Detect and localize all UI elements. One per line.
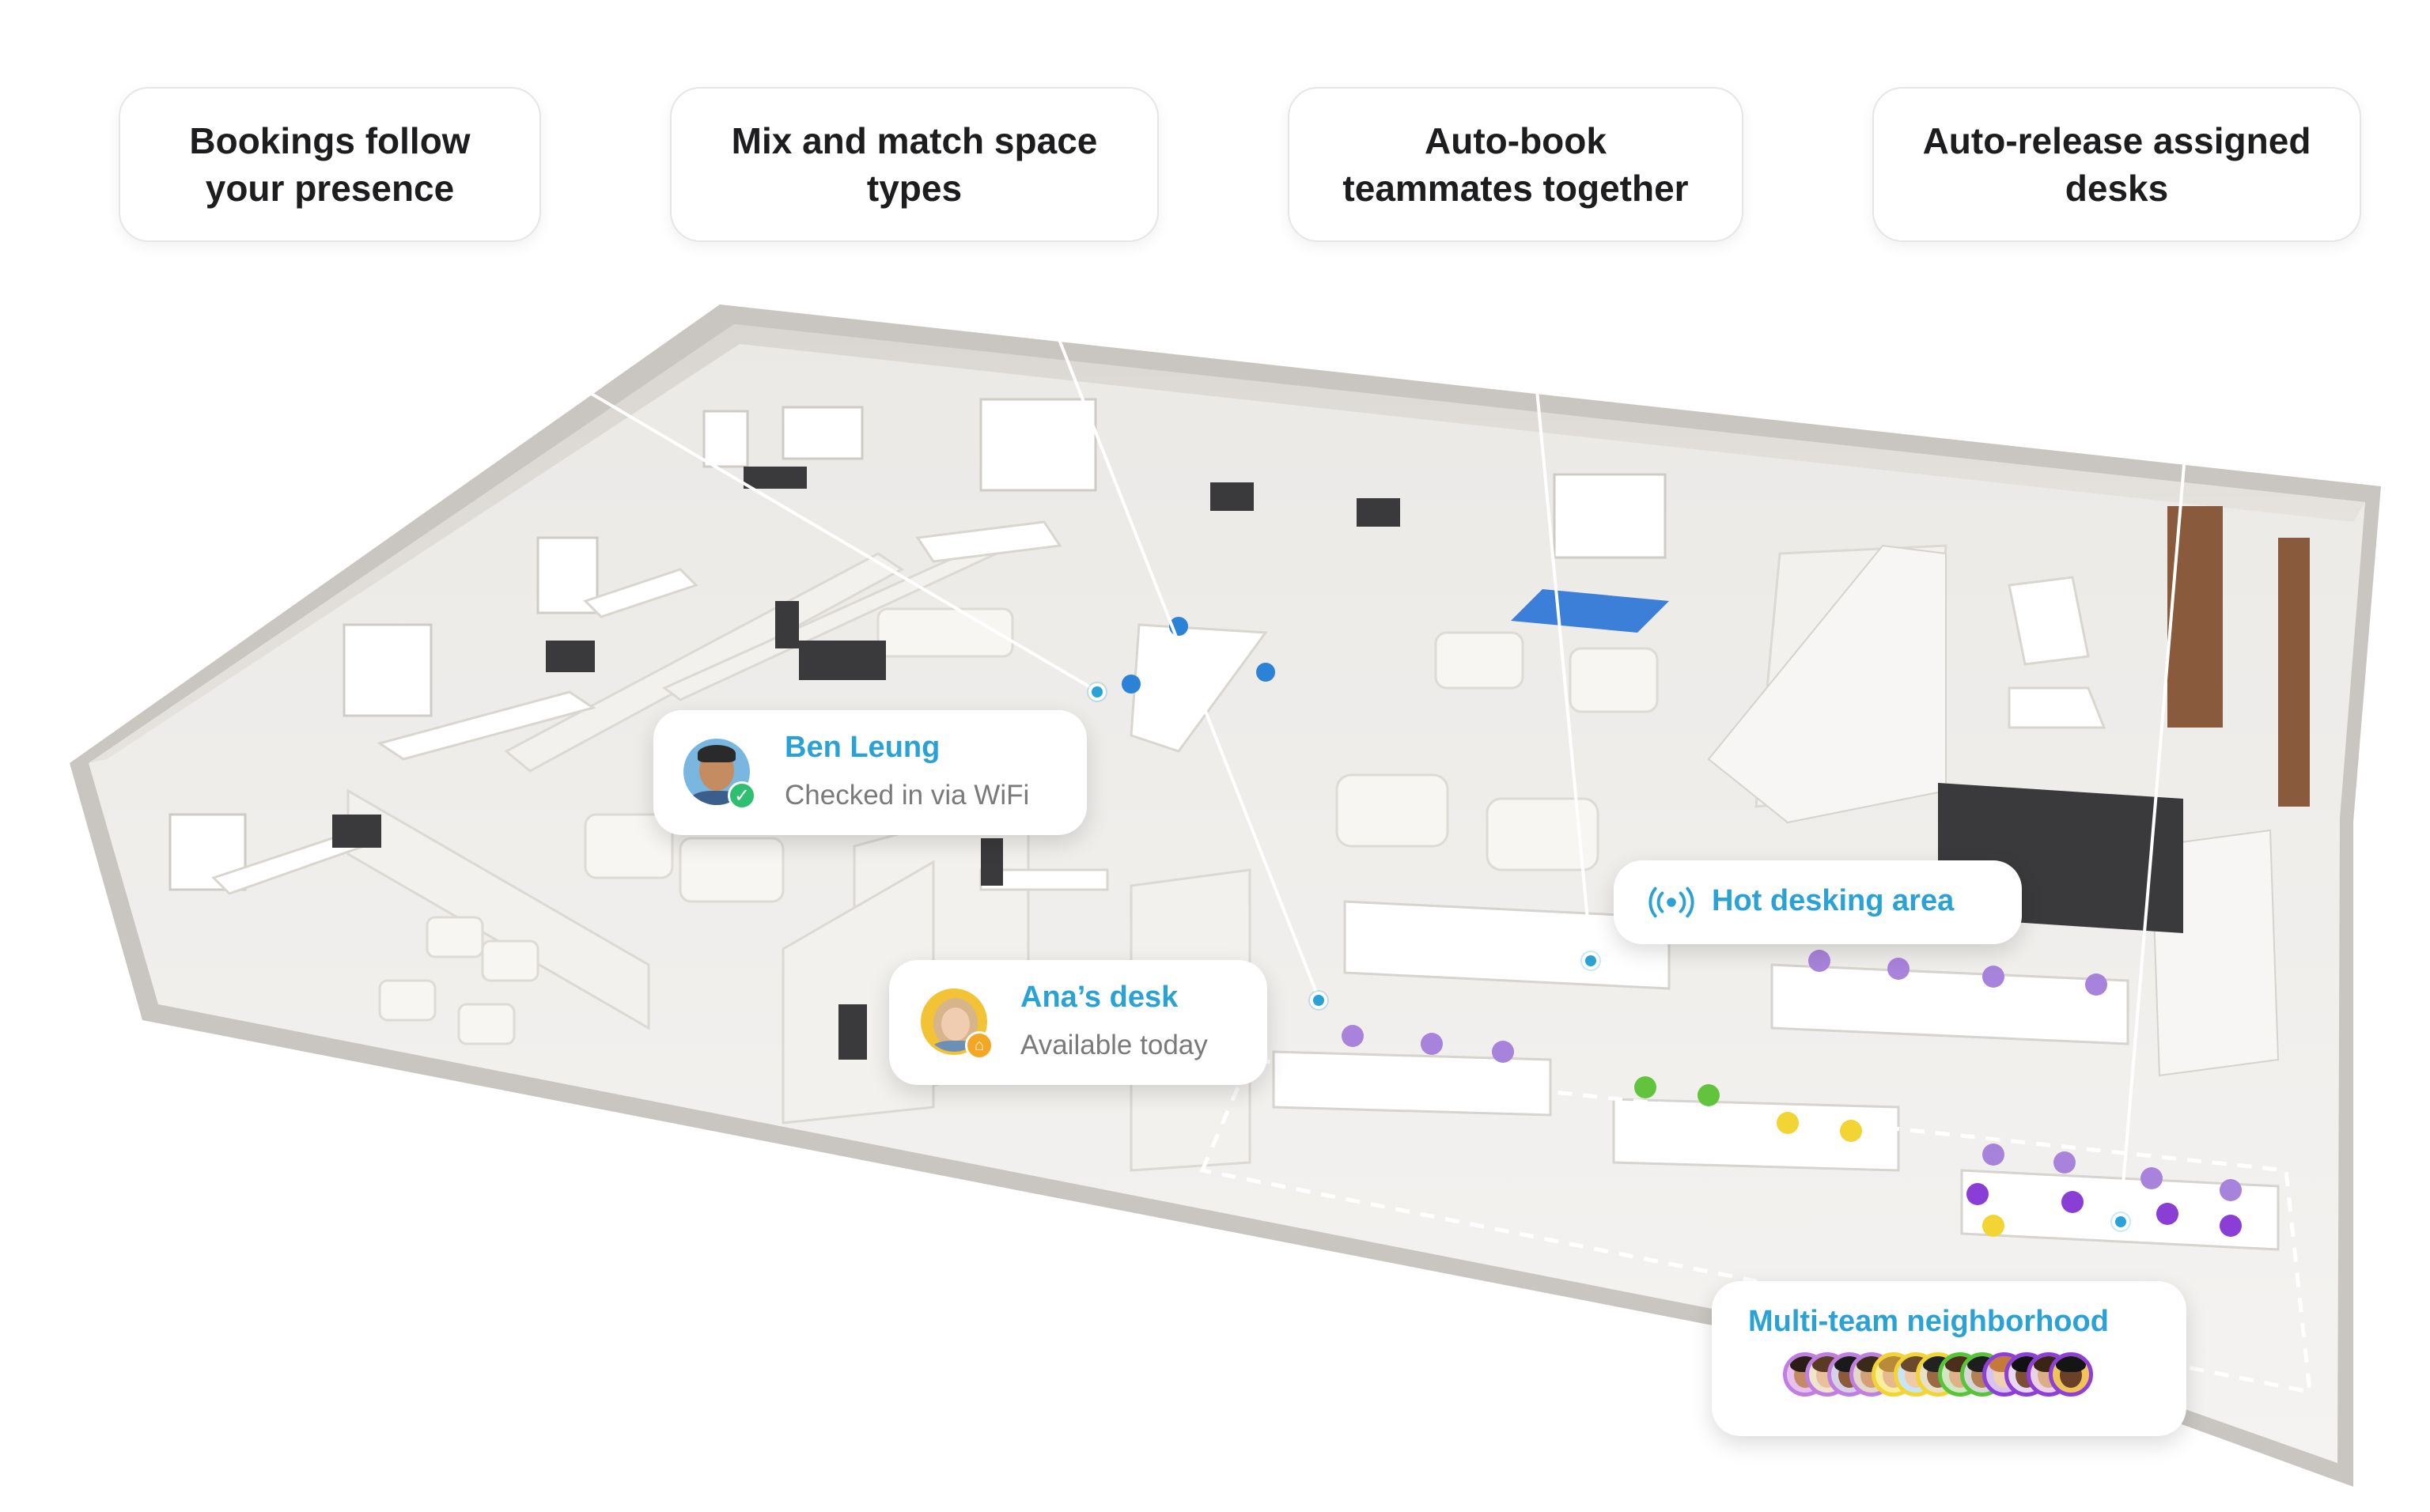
desk-occupants — [1122, 617, 2242, 1237]
ana-desk-name: Ana’s desk — [1020, 981, 1179, 1014]
ben-name: Ben Leung — [785, 731, 941, 764]
windows — [168, 398, 1667, 891]
neighborhood-label: Multi-team neighborhood — [1748, 1305, 2109, 1338]
neighborhood-boundary — [1199, 1057, 2312, 1395]
back-wall-left — [89, 324, 740, 763]
location-dot-ana[interactable] — [1310, 992, 1327, 1009]
feature-card-label: Auto-book teammates together — [1342, 120, 1689, 209]
check-icon: ✓ — [728, 781, 756, 810]
feature-card-auto-release-desks: Auto-release assigned desks — [1872, 87, 2361, 242]
wifi-signal-icon — [1648, 886, 1694, 918]
feature-card-mix-and-match: Mix and match space types — [670, 87, 1159, 242]
hot-desking-callout[interactable]: Hot desking area — [1614, 860, 2022, 944]
ping-pong-table — [1511, 589, 1669, 633]
ana-avatar: ⌂ — [921, 988, 994, 1060]
neighborhood-callout[interactable]: Multi-team neighborhood — [1712, 1281, 2186, 1436]
home-icon: ⌂ — [965, 1031, 994, 1060]
screens — [332, 467, 1400, 1060]
feature-card-label: Auto-release assigned desks — [1922, 120, 2311, 209]
feature-card-bookings-follow-presence: Bookings follow your presence — [119, 87, 541, 242]
ben-avatar: ✓ — [683, 739, 756, 810]
location-dot-neighborhood[interactable] — [2112, 1213, 2129, 1230]
ben-status: Checked in via WiFi — [785, 780, 1030, 811]
location-dot-hot-desk[interactable] — [1582, 952, 1599, 970]
lounge-furniture — [378, 607, 1659, 1045]
ben-leung-callout[interactable]: ✓ Ben Leung Checked in via WiFi — [653, 710, 1087, 835]
ana-desk-status: Available today — [1020, 1030, 1208, 1060]
location-dot-ben[interactable] — [1088, 683, 1106, 701]
feature-card-auto-book-teammates: Auto-book teammates together — [1288, 87, 1743, 242]
ana-desk-callout[interactable]: ⌂ Ana’s desk Available today — [889, 960, 1267, 1085]
kitchen — [2167, 506, 2310, 807]
conference-tables — [211, 520, 2106, 895]
feature-card-label: Mix and match space types — [731, 120, 1098, 209]
back-wall-right — [734, 324, 2365, 522]
callout-connectors — [331, 240, 2205, 1223]
feature-card-label: Bookings follow your presence — [189, 120, 471, 209]
team-member-avatars — [1783, 1352, 2115, 1400]
team-member-avatar — [2049, 1352, 2093, 1397]
hot-desking-label: Hot desking area — [1712, 884, 1955, 917]
